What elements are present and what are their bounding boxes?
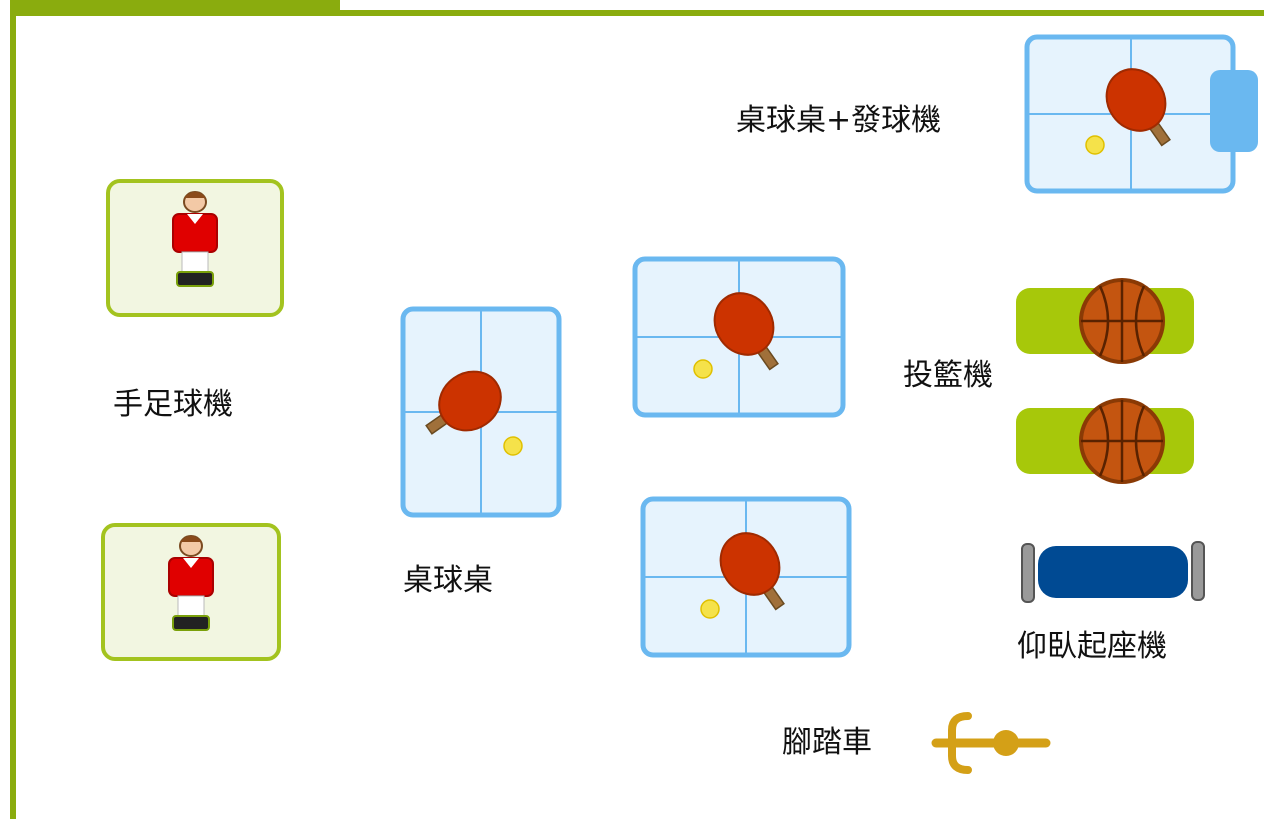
ping-pong-table-vertical[interactable]: [400, 306, 562, 518]
label-situp-machine: 仰臥起座機: [1017, 629, 1167, 664]
ping-pong-paddle-icon: [400, 306, 562, 518]
label-foosball: 手足球機: [113, 387, 233, 422]
ping-pong-paddle-icon: [1024, 34, 1258, 194]
ping-pong-robot-table[interactable]: [1024, 34, 1264, 194]
basketball-icon: [1016, 398, 1194, 484]
situp-bench-icon: [1021, 541, 1205, 603]
basketball-icon: [1016, 278, 1194, 364]
label-ping-pong-table: 桌球桌: [403, 563, 493, 598]
pedal-bike[interactable]: [931, 710, 1051, 776]
header-tab: [10, 0, 340, 12]
basketball-machine-2[interactable]: [1016, 396, 1196, 486]
ping-pong-paddle-icon: [632, 256, 846, 418]
foosball-player-icon: [106, 179, 284, 317]
frame-top-border: [10, 10, 1264, 16]
label-pedal-bike: 腳踏車: [782, 725, 872, 760]
ping-pong-paddle-icon: [640, 496, 852, 658]
ping-pong-table-2[interactable]: [640, 496, 852, 658]
situp-machine[interactable]: [1016, 538, 1210, 608]
ping-pong-table-1[interactable]: [632, 256, 846, 418]
foosball-machine-2[interactable]: [100, 522, 282, 662]
label-basketball-machine: 投籃機: [903, 358, 993, 393]
basketball-machine-1[interactable]: [1016, 276, 1196, 366]
foosball-machine-1[interactable]: [105, 178, 285, 318]
foosball-player-icon: [101, 523, 281, 661]
frame-left-border: [10, 10, 16, 819]
ball-launcher-icon: [1210, 70, 1258, 152]
label-ping-pong-robot-table: 桌球桌+發球機: [736, 103, 942, 138]
bike-pedal-icon: [931, 712, 1051, 774]
